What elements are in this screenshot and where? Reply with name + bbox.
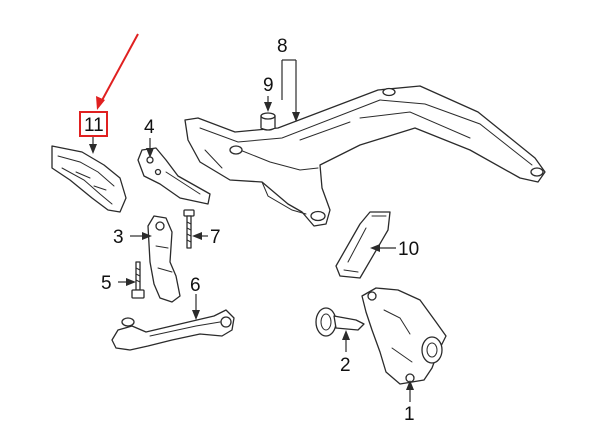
crossmember-8: [184, 85, 546, 227]
bolt-5: [131, 261, 145, 299]
callout-9: 9: [263, 75, 274, 96]
strut-3: [147, 215, 181, 303]
callout-4: 4: [144, 117, 155, 138]
callout-5: 5: [101, 273, 112, 294]
callout-7: 7: [210, 227, 221, 248]
callout-10: 10: [398, 239, 419, 260]
callout-6: 6: [190, 275, 201, 296]
highlight-box: [79, 111, 108, 137]
callout-8: 8: [277, 36, 288, 57]
highlight-callout-11: [79, 33, 139, 137]
callout-3: 3: [113, 227, 124, 248]
callout-labels: 11 4 8 9 3 7 5 6 10 2 1: [84, 36, 419, 425]
leader-lines: [89, 59, 414, 402]
bolt-7: [183, 209, 195, 249]
shield-10: [335, 211, 391, 279]
splash-shield-11: [51, 145, 127, 213]
callout-2: 2: [340, 355, 351, 376]
control-arm-6: [111, 309, 235, 351]
bushing-9: [260, 112, 276, 131]
callout-11: 11: [84, 115, 104, 136]
knuckle-1: [361, 287, 447, 385]
hub-2: [315, 307, 365, 337]
callout-1: 1: [404, 404, 415, 425]
